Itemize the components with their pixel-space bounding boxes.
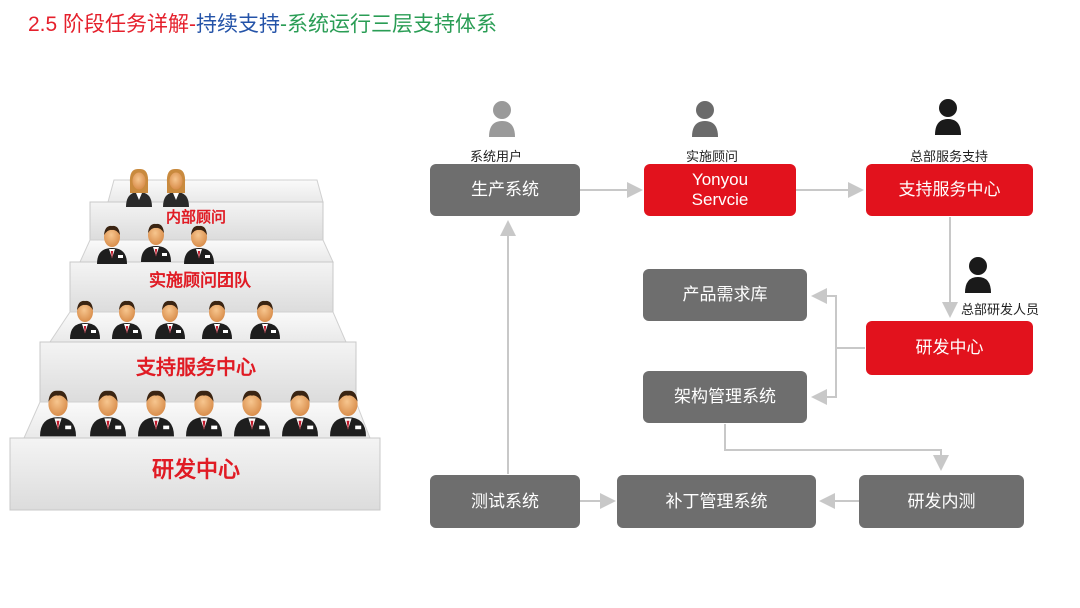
role-label-consultant: 实施顾问 [685, 149, 739, 164]
node-production-system: 生产系统 [430, 164, 580, 216]
arrow-architecture-to-internal-test [724, 424, 949, 471]
step-4 [89, 179, 324, 241]
role-label-hq-support: 总部服务支持 [909, 149, 989, 164]
title-phase: 持续支持 [196, 13, 281, 36]
step-label-support-center: 支持服务中心 [136, 357, 256, 379]
arrow-rd-to-requirements [811, 288, 865, 349]
user-icon [489, 101, 515, 137]
node-patch-system: 补丁管理系统 [617, 475, 816, 528]
node-requirements-repo: 产品需求库 [643, 269, 807, 321]
support-staircase [9, 168, 381, 511]
arrow-rd-to-architecture [811, 348, 837, 405]
node-yonyou-line2: Servcie [691, 190, 749, 209]
step-label-implementation-team: 实施顾问团队 [149, 271, 251, 290]
node-yonyou-line1: Yonyou [691, 170, 749, 190]
node-rd-center: 研发中心 [866, 321, 1033, 375]
node-yonyou-service: Yonyou Servcie [644, 164, 796, 216]
role-label-user: 系统用户 [469, 149, 523, 164]
step-label-rd-center: 研发中心 [151, 457, 241, 482]
hq-dev-icon [965, 257, 991, 293]
hq-support-icon [935, 99, 961, 135]
consultant-icon [692, 101, 718, 137]
title-section: 2.5 阶段任务详解- [28, 13, 197, 36]
node-architecture-system: 架构管理系统 [643, 371, 807, 423]
node-support-center: 支持服务中心 [866, 164, 1033, 216]
role-label-hq-dev: 总部研发人员 [960, 302, 1040, 317]
node-testing-system: 测试系统 [430, 475, 580, 528]
step-label-internal-consultants: 内部顾问 [165, 209, 227, 226]
page-title: 2.5 阶段任务详解-持续支持-系统运行三层支持体系 [28, 8, 497, 38]
title-topic: -系统运行三层支持体系 [280, 13, 498, 36]
node-internal-testing: 研发内测 [859, 475, 1024, 528]
